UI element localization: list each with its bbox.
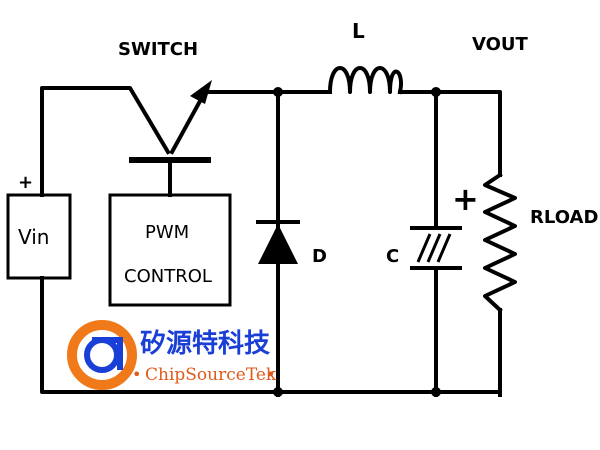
junction-top-diode: [273, 87, 283, 97]
junction-dots: [273, 87, 441, 397]
watermark-bullet-left: •: [132, 365, 141, 384]
watermark-logo: 矽源特科技 • ChipSourceTek •: [67, 320, 277, 390]
vin-source-box: [6, 193, 72, 280]
cap-hatch-2: [426, 233, 442, 263]
rload-label: RLOAD: [530, 207, 598, 228]
vin-label: Vin: [18, 225, 49, 249]
pwm-control-box: [108, 193, 232, 307]
switch-label: SWITCH: [118, 39, 198, 60]
watermark-name-en: ChipSourceTek: [145, 365, 277, 385]
junction-bottom-cap: [431, 387, 441, 397]
diode-label: D: [312, 246, 327, 267]
wire-vin-to-switch: [40, 86, 171, 197]
diode: [256, 220, 300, 264]
capacitor-label: C: [386, 246, 399, 267]
watermark-name-cn: 矽源特科技: [140, 328, 270, 359]
cap-hatch-1: [416, 233, 432, 263]
watermark-bullet-right: •: [266, 365, 275, 384]
load-resistor: [483, 172, 517, 313]
transistor-emitter-arrow: [190, 80, 212, 104]
pwm-label-line2: CONTROL: [124, 266, 212, 287]
inductor-coil: [327, 66, 403, 95]
diode-triangle: [258, 224, 298, 264]
logo-g-mark: [92, 337, 123, 370]
wire-inductor-to-vout: [398, 90, 502, 177]
wire-switch-to-node: [169, 90, 332, 155]
logo-outer-ring: [67, 320, 137, 390]
capacitor: [410, 226, 462, 270]
wire-ground-rail: [40, 276, 502, 397]
switch-transistor: [129, 80, 212, 163]
inductor-label: L: [352, 19, 365, 43]
junction-top-cap: [431, 87, 441, 97]
logo-inner-ring: [84, 337, 120, 373]
cap-hatch-3: [436, 233, 452, 263]
vin-plus-label: +: [18, 172, 33, 193]
pwm-label-line1: PWM: [145, 222, 189, 243]
cap-plus-label: +: [452, 180, 479, 218]
junction-bottom-diode: [273, 387, 283, 397]
vout-label: VOUT: [472, 34, 529, 55]
